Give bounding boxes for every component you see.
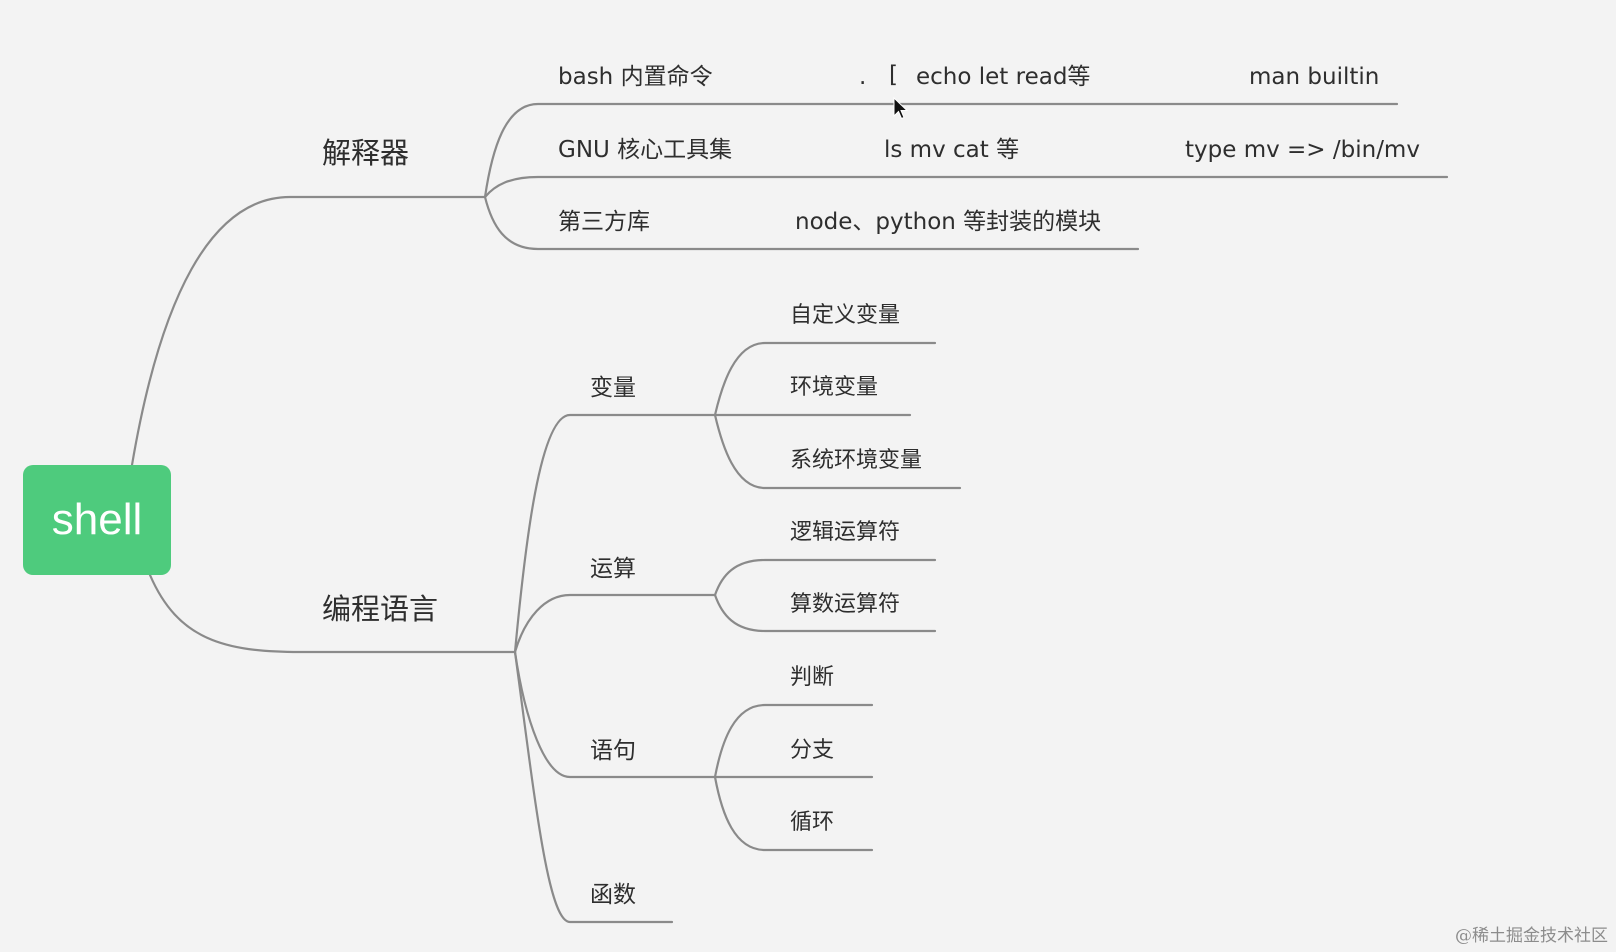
connector-third-party-row <box>483 195 1140 251</box>
branch-label[interactable]: 分支 <box>790 738 835 763</box>
connector-var-sysenv <box>713 413 962 490</box>
system-env-variable-label[interactable]: 系统环境变量 <box>790 448 923 473</box>
gnu-note-label: type mv => /bin/mv <box>1185 137 1420 163</box>
connector-operations <box>513 593 717 654</box>
statements-label[interactable]: 语句 <box>590 738 636 764</box>
logical-operator-label[interactable]: 逻辑运算符 <box>790 520 901 545</box>
bash-dot-label: . <box>859 64 867 90</box>
bash-note-label: man builtin <box>1249 64 1380 90</box>
language-label[interactable]: 编程语言 <box>322 592 439 626</box>
connector-var-custom <box>713 341 937 417</box>
gnu-examples-label: ls mv cat 等 <box>884 137 1020 163</box>
connector-root-interpreter <box>130 195 487 467</box>
arithmetic-operator-label[interactable]: 算数运算符 <box>790 592 901 617</box>
connector-gnu-row <box>483 175 1449 199</box>
connector-st-loop <box>713 775 874 852</box>
connector-op-logic <box>713 558 937 597</box>
connector-functions <box>513 650 674 924</box>
variables-label[interactable]: 变量 <box>590 375 636 401</box>
connector-root-language <box>148 573 517 654</box>
mouse-cursor-icon <box>893 97 909 120</box>
bash-bracket-label: [ <box>889 62 898 88</box>
root-label: shell <box>51 495 143 544</box>
custom-variable-label[interactable]: 自定义变量 <box>790 303 901 328</box>
connector-variables <box>513 413 717 654</box>
bash-builtin-label[interactable]: bash 内置命令 <box>558 64 713 90</box>
connector-op-arith <box>713 593 937 633</box>
interpreter-label[interactable]: 解释器 <box>322 136 410 170</box>
root-node[interactable]: shell <box>23 465 171 575</box>
condition-label[interactable]: 判断 <box>790 665 835 690</box>
connector-bash-row <box>483 102 1399 199</box>
functions-label[interactable]: 函数 <box>590 882 636 908</box>
third-party-label[interactable]: 第三方库 <box>558 209 650 235</box>
bash-examples-label: echo let read等 <box>916 64 1091 90</box>
connector-st-judge <box>713 703 874 779</box>
third-party-examples-label: node、python 等封装的模块 <box>795 209 1102 235</box>
loop-label[interactable]: 循环 <box>790 810 835 835</box>
watermark: @稀土掘金技术社区 <box>1455 926 1608 946</box>
env-variable-label[interactable]: 环境变量 <box>790 375 879 400</box>
operations-label[interactable]: 运算 <box>590 556 636 582</box>
gnu-coreutils-label[interactable]: GNU 核心工具集 <box>558 137 733 163</box>
